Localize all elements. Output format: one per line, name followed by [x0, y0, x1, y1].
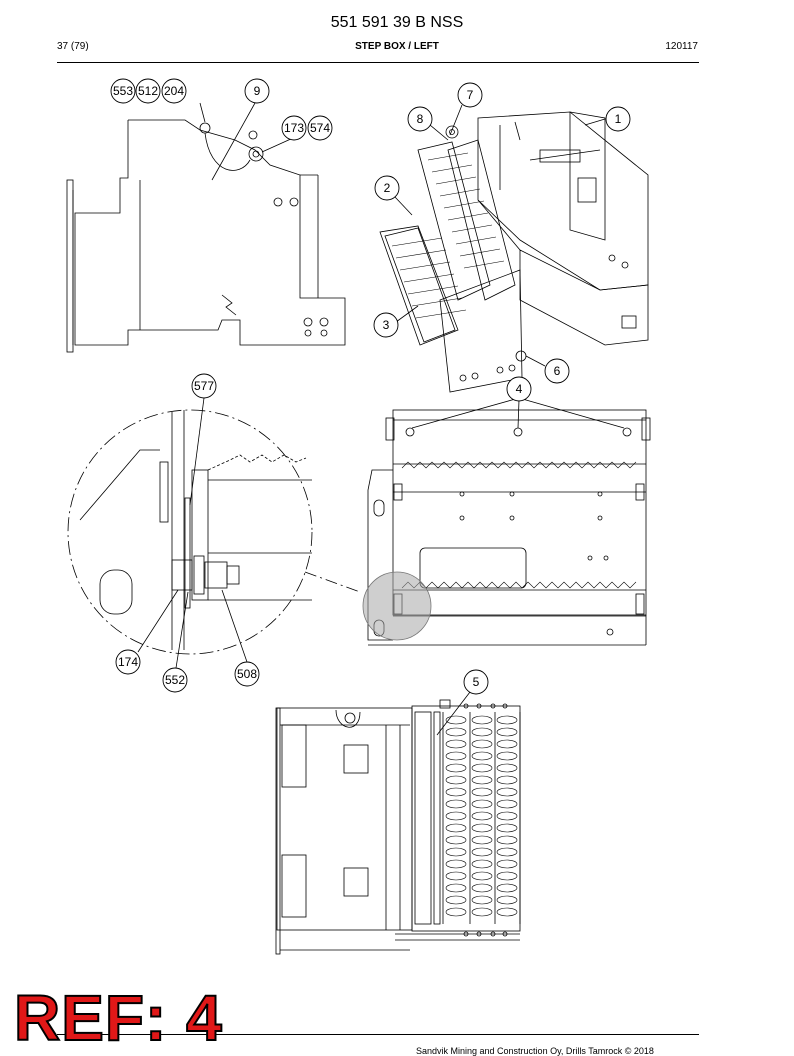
section-title: STEP BOX / LEFT [355, 41, 439, 52]
callout-552: 552 [162, 667, 188, 693]
callout-6: 6 [544, 358, 570, 384]
callout-508: 508 [234, 661, 260, 687]
date-code: 120117 [665, 41, 698, 52]
page-number: 37 (79) [57, 41, 89, 52]
svg-text:2: 2 [384, 181, 391, 195]
document-number: 551 591 39 B NSS [330, 14, 464, 31]
front-view [362, 409, 651, 646]
svg-text:5: 5 [473, 675, 480, 689]
svg-text:552: 552 [165, 673, 185, 687]
callout-2: 2 [374, 175, 400, 201]
callout-174: 174 [115, 649, 141, 675]
svg-text:9: 9 [254, 84, 261, 98]
svg-text:574: 574 [310, 121, 330, 135]
top-view [275, 699, 521, 955]
svg-text:3: 3 [383, 318, 390, 332]
callout-553: 553 [110, 78, 136, 104]
svg-text:512: 512 [138, 84, 158, 98]
callout-5: 5 [463, 669, 489, 695]
svg-text:1: 1 [615, 112, 622, 126]
svg-text:174: 174 [118, 655, 138, 669]
svg-text:7: 7 [467, 88, 474, 102]
detail-view [67, 409, 361, 655]
callout-1: 1 [605, 106, 631, 132]
header-rule [57, 62, 699, 63]
side-view [66, 119, 346, 353]
callout-577: 577 [191, 373, 217, 399]
svg-text:8: 8 [417, 112, 424, 126]
svg-text:553: 553 [113, 84, 133, 98]
leader-lines [137, 102, 625, 736]
callout-574: 574 [307, 115, 333, 141]
isometric-view [379, 111, 649, 393]
callout-7: 7 [457, 82, 483, 108]
svg-text:6: 6 [554, 364, 561, 378]
callout-204: 204 [161, 78, 187, 104]
callout-8: 8 [407, 106, 433, 132]
callout-3: 3 [373, 312, 399, 338]
callout-9: 9 [244, 78, 270, 104]
tread-pattern [445, 715, 518, 917]
svg-text:508: 508 [237, 667, 257, 681]
ref-stamp: REF: 4 [13, 982, 223, 1054]
svg-text:204: 204 [164, 84, 184, 98]
svg-text:173: 173 [284, 121, 304, 135]
svg-text:577: 577 [194, 379, 214, 393]
callout-512: 512 [135, 78, 161, 104]
callouts: 553 512 204 9 173 574 7 8 1 2 3 6 577 4 … [110, 78, 631, 695]
callout-4: 4 [506, 376, 532, 402]
svg-text:4: 4 [516, 382, 523, 396]
footer-rule [57, 1034, 699, 1035]
footer-copyright: Sandvik Mining and Construction Oy, Dril… [416, 1046, 654, 1056]
callout-173: 173 [281, 115, 307, 141]
